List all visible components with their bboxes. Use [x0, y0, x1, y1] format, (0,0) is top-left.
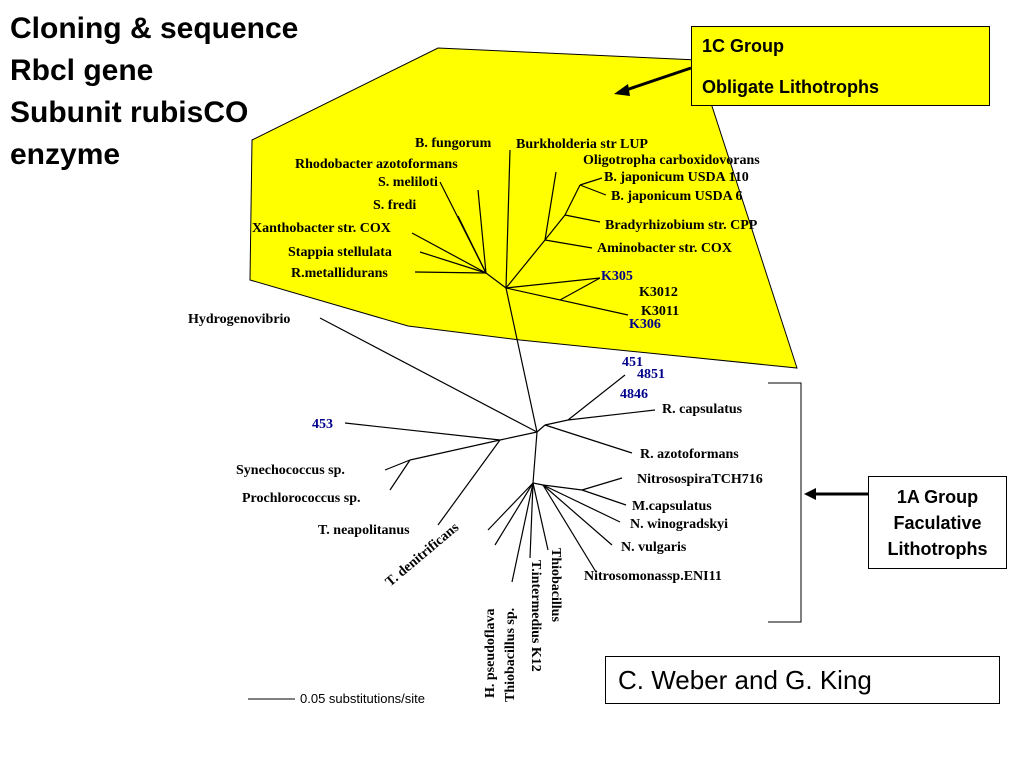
- group-1c-title: 1C Group: [702, 36, 785, 56]
- taxon-label: Stappia stellulata: [288, 245, 392, 260]
- taxon-label: H. pseudoflava: [483, 609, 498, 698]
- taxon-label: R.metallidurans: [291, 266, 388, 281]
- taxon-label: Synechococcus sp.: [236, 463, 345, 478]
- clone-label: K305: [601, 269, 633, 284]
- taxon-label: Oligotropha carboxidovorans: [583, 153, 760, 168]
- taxon-label: Burkholderia str LUP: [516, 137, 648, 152]
- group-1a-subtitle-2: Lithotrophs: [887, 539, 988, 559]
- taxon-label: B. fungorum: [415, 136, 492, 151]
- taxon-label: T. neapolitanus: [318, 523, 410, 538]
- title-line: Cloning & sequence: [10, 12, 299, 45]
- taxon-label: K3011: [641, 304, 679, 319]
- taxon-label: S. meliloti: [378, 175, 438, 190]
- arrow-1c: [614, 66, 692, 96]
- taxon-label: Bradyrhizobium str. CPP: [605, 218, 758, 233]
- taxon-label: T.intermedius K12: [528, 560, 543, 672]
- taxon-label: S. fredi: [373, 198, 416, 213]
- group-1c-box: 1C Group Obligate Lithotrophs: [691, 26, 990, 106]
- taxon-label: Hydrogenovibrio: [188, 312, 290, 327]
- taxon-label: Xanthobacter str. COX: [252, 221, 391, 236]
- title-line: enzyme: [10, 138, 121, 171]
- clone-label: 4846: [620, 387, 648, 402]
- taxon-label: Rhodobacter azotoformans: [295, 157, 458, 172]
- taxon-label: Thiobacillus sp.: [503, 608, 518, 702]
- arrow-1a: [804, 488, 868, 500]
- taxon-label: B. japonicum USDA 6: [611, 189, 742, 204]
- taxon-label: Nitrosomonassp.ENI11: [584, 569, 722, 584]
- group-1c-highlight: [249, 47, 798, 369]
- taxon-label: M.capsulatus: [632, 499, 712, 514]
- taxon-label: N. vulgaris: [621, 540, 687, 555]
- title-line: Subunit rubisCO: [10, 96, 249, 129]
- taxon-label: Aminobacter str. COX: [597, 241, 732, 256]
- group-1a-subtitle: Faculative: [893, 513, 982, 533]
- scale-bar-label: 0.05 substitutions/site: [300, 691, 425, 706]
- taxon-label: R. azotoformans: [640, 447, 739, 462]
- taxon-label: NitrosospiraTCH716: [637, 472, 763, 487]
- group-1a-box: 1A Group Faculative Lithotrophs: [868, 476, 1007, 569]
- group-1c-subtitle: Obligate Lithotrophs: [702, 77, 879, 97]
- taxon-label: Thiobacillus: [548, 548, 563, 622]
- tree-branches: [319, 149, 656, 583]
- clone-label: 451: [622, 355, 643, 370]
- credit-text: C. Weber and G. King: [618, 665, 872, 695]
- taxon-label: K3012: [639, 285, 678, 300]
- group-1a-title: 1A Group: [896, 487, 979, 507]
- slide-title: Cloning & sequence Rbcl gene Subunit rub…: [10, 8, 298, 176]
- credit-box: C. Weber and G. King: [605, 656, 1000, 704]
- clone-label: 453: [312, 417, 333, 432]
- clone-label: K306: [629, 317, 661, 332]
- clone-label: 4851: [637, 367, 665, 382]
- taxon-label: B. japonicum USDA 110: [604, 170, 749, 185]
- taxon-label: Prochlorococcus sp.: [242, 491, 360, 506]
- group-1a-bracket: [768, 382, 802, 623]
- title-line: Rbcl gene: [10, 54, 154, 87]
- taxon-label: N. winogradskyi: [630, 517, 728, 532]
- taxon-label: R. capsulatus: [662, 402, 743, 417]
